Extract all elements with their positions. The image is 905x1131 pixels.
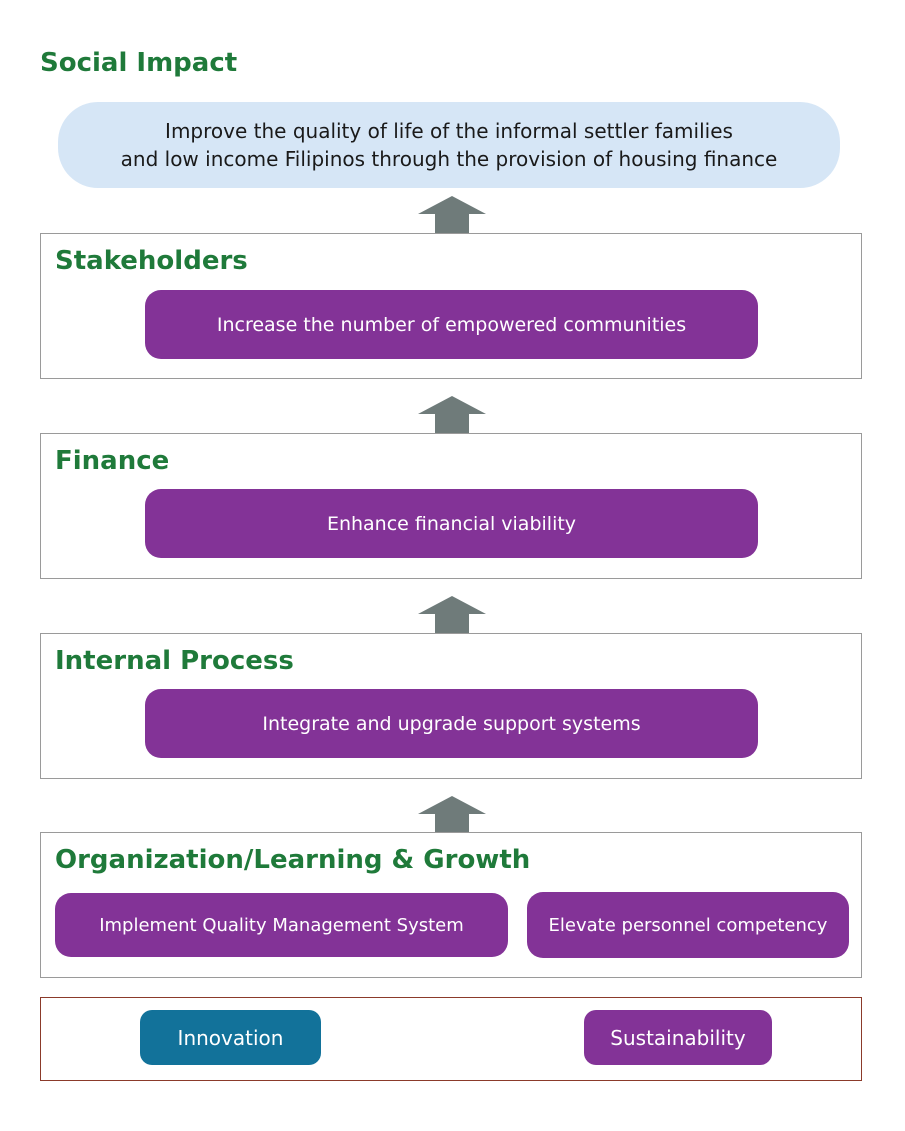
stakeholders-heading: Stakeholders bbox=[55, 246, 248, 276]
up-arrow-icon bbox=[418, 196, 486, 234]
objective-personnel-competency: Elevate personnel competency bbox=[527, 892, 849, 958]
organization-heading: Organization/Learning & Growth bbox=[55, 845, 531, 875]
objective-quality-management: Implement Quality Management System bbox=[55, 893, 508, 957]
goal-line-1: Improve the quality of life of the infor… bbox=[165, 119, 733, 143]
objective-empowered-communities: Increase the number of empowered communi… bbox=[145, 290, 758, 359]
foundation-panel: Innovation Sustainability bbox=[40, 997, 862, 1081]
innovation-box: Innovation bbox=[140, 1010, 321, 1065]
up-arrow-icon bbox=[418, 396, 486, 434]
social-impact-heading: Social Impact bbox=[40, 48, 238, 78]
social-impact-goal: Improve the quality of life of the infor… bbox=[58, 102, 840, 188]
up-arrow-icon bbox=[418, 796, 486, 834]
stakeholders-panel: Stakeholders Increase the number of empo… bbox=[40, 233, 862, 379]
objective-financial-viability: Enhance financial viability bbox=[145, 489, 758, 558]
organization-panel: Organization/Learning & Growth Implement… bbox=[40, 832, 862, 978]
internal-process-panel: Internal Process Integrate and upgrade s… bbox=[40, 633, 862, 779]
finance-heading: Finance bbox=[55, 446, 170, 476]
finance-panel: Finance Enhance financial viability bbox=[40, 433, 862, 579]
goal-line-2: and low income Filipinos through the pro… bbox=[120, 147, 778, 171]
up-arrow-icon bbox=[418, 596, 486, 634]
sustainability-box: Sustainability bbox=[584, 1010, 772, 1065]
objective-support-systems: Integrate and upgrade support systems bbox=[145, 689, 758, 758]
internal-process-heading: Internal Process bbox=[55, 646, 294, 676]
